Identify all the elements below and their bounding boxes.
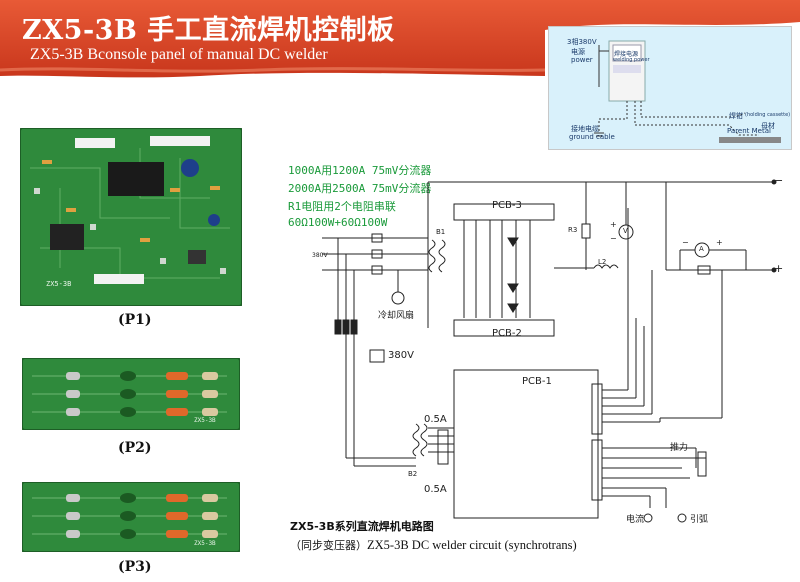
diagram-metal-en: Parent Metal [727,127,771,135]
label-cooling-fan: 冷却风扇 [378,311,415,321]
note-line-1: 1000A用1200A 75mV分流器 [288,164,432,177]
label-output-minus: − [774,174,784,187]
caption-en: ZX5-3B DC welder circuit (synchrotrans) [367,538,577,552]
label-vmeter-minus: − [610,234,617,243]
board-p3-photo: ZX5-3B [22,482,240,552]
diagram-welder-zh: 焊接电源 [614,51,639,58]
note-line-2: 2000A用2500A 75mV分流器 [288,182,432,195]
label-380v-input: 380V [312,252,328,259]
note-line-4: 60Ω100W+60Ω100W [288,216,388,229]
pcb-p3-image [22,482,240,552]
circuit-schematic: PCB-3 PCB-2 PCB-1 冷却风扇 380V 0.5A 0.5A 推力… [286,168,790,526]
label-ameter-minus: − [682,238,689,247]
label-l2: L2 [598,258,607,266]
label-r3: R3 [568,226,578,234]
label-vmeter-plus: + [610,220,617,229]
board-p1-photo: ZX5-3B [20,128,242,306]
board-p1-silkscreen: ZX5-3B [46,280,72,288]
page-title: ZX5-3B 手工直流焊机控制板 [22,15,395,46]
diagram-power-zh: 电源 [571,48,585,56]
voltmeter-icon: V [623,227,628,235]
board-p2-photo: ZX5-3B [22,358,240,430]
label-output-plus: + [774,262,784,275]
label-ameter-plus: + [716,238,723,247]
caption-zh-2: （同步变压器） [290,539,367,552]
board-p1-label: (P1) [118,312,152,328]
board-p3-silkscreen: ZX5-3B [194,540,216,547]
diagram-power-en: power [571,56,593,64]
pcb-p1-image [20,128,242,306]
board-p3-label: (P3) [118,559,152,575]
label-push: 推力 [670,443,689,453]
board-p2-silkscreen: ZX5-3B [194,417,216,424]
pcb-p2-image [22,358,240,430]
connection-diagram: 3相380V 电源 power 焊接电源 welding power 接地电缆 … [548,26,792,150]
label-pcb2: PCB-2 [492,328,522,339]
connection-diagram-drawing [594,40,781,143]
label-pcb3: PCB-3 [492,200,522,211]
circuit-caption-line2: （同步变压器）ZX5-3B DC welder circuit (synchro… [290,537,577,553]
label-b1: B1 [436,228,446,236]
page-subtitle: ZX5-3B Bconsole panel of manual DC welde… [30,46,328,63]
board-p2-label: (P2) [118,440,152,456]
label-pcb1: PCB-1 [522,376,552,387]
diagram-ground-en: ground cable [569,133,615,141]
label-current: 电流 [626,515,645,525]
note-line-3: R1电阻用2个电阻串联 [288,200,396,213]
diagram-torch-en: (holding cassette) [745,112,791,118]
ammeter-icon: A [699,245,704,253]
label-fuse-lower: 0.5A [424,484,447,495]
label-380v: 380V [388,350,414,361]
label-b2: B2 [408,470,418,478]
label-fuse-upper: 0.5A [424,414,447,425]
diagram-welder-en: welding power [613,57,650,63]
diagram-power-label: 3相380V [567,38,597,46]
caption-zh-1: ZX5-3B系列直流焊机电路图 [290,520,434,533]
schematic-drawing [322,179,777,523]
circuit-caption-line1: ZX5-3B系列直流焊机电路图 [290,518,434,534]
label-arc: 引弧 [690,515,709,525]
diagram-metal-zh: 母材 [761,122,775,130]
diagram-torch-zh: 焊钳 [729,112,743,120]
diagram-ground-zh: 接地电缆 [571,125,599,133]
